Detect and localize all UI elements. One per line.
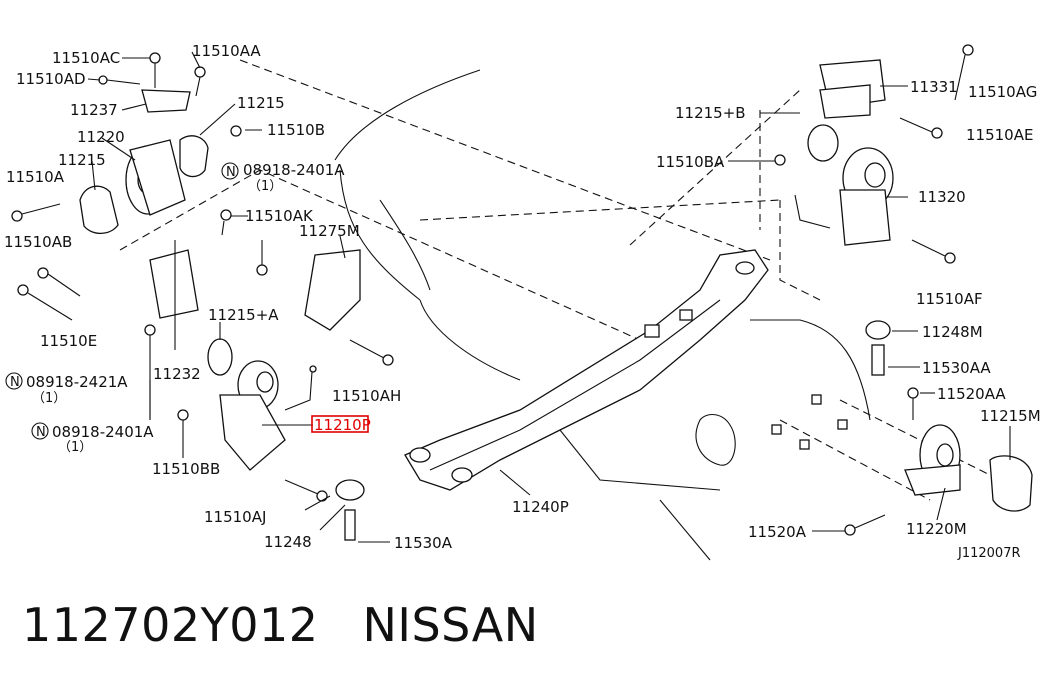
callout-11520AA[interactable]: 11520AA [937, 385, 1006, 403]
callout-11510AH[interactable]: 11510AH [332, 387, 401, 405]
callout-11510AK[interactable]: 11510AK [245, 207, 314, 225]
diagram-reference-code: J112007R [957, 546, 1021, 561]
callout-11510AF[interactable]: 11510AF [916, 290, 983, 308]
callout-11215M[interactable]: 11215M [980, 407, 1041, 425]
callout-11320[interactable]: 11320 [918, 188, 966, 206]
callout-11510E[interactable]: 11510E [40, 332, 97, 350]
callout-08918-2401A-bottom-qty: （1） [58, 440, 92, 455]
callout-11237[interactable]: 11237 [70, 101, 118, 119]
callout-11215-left[interactable]: 11215 [58, 151, 106, 169]
footer-part-number: 112702Y012 [22, 598, 319, 652]
right-engine-mount [774, 44, 974, 264]
callout-11510AB[interactable]: 11510AB [4, 233, 72, 251]
callout-11510A[interactable]: 11510A [6, 168, 65, 186]
crossmember-11240P [404, 249, 769, 491]
callout-11510B[interactable]: 11510B [267, 121, 325, 139]
footer-brand: NISSAN [362, 598, 539, 652]
leader-lines [87, 51, 1011, 543]
highlight-box-11210P [311, 415, 369, 433]
callout-11220[interactable]: 11220 [77, 128, 125, 146]
callout-11215-upper[interactable]: 11215 [237, 94, 285, 112]
callout-08918-2401A-bottom[interactable]: 08918-2401A [52, 423, 154, 441]
callout-11232[interactable]: 11232 [153, 365, 201, 383]
callout-11210P-highlighted[interactable]: 11210P [314, 416, 371, 434]
callout-11215-plus-A[interactable]: 11215+A [208, 306, 279, 324]
rear-engine-mount [771, 320, 1033, 536]
callout-11248M[interactable]: 11248M [922, 323, 983, 341]
callout-11530AA[interactable]: 11530AA [922, 359, 991, 377]
nut-symbol: N [36, 425, 46, 440]
callout-11510AD[interactable]: 11510AD [16, 70, 86, 88]
callout-11530A[interactable]: 11530A [394, 534, 453, 552]
callout-11275M[interactable]: 11275M [299, 222, 360, 240]
callout-11331[interactable]: 11331 [910, 78, 958, 96]
parts-diagram: N N N 11510AC 11510AD 11237 11510AA 1121… [4, 42, 1041, 561]
callout-11510AJ[interactable]: 11510AJ [204, 508, 266, 526]
nut-symbol: N [10, 375, 20, 390]
front-mount-11210P [177, 249, 394, 541]
callout-08918-2421A-qty: （1） [32, 391, 66, 406]
callout-11510AE[interactable]: 11510AE [966, 126, 1033, 144]
footer-caption: 112702Y012 NISSAN [22, 598, 539, 652]
callout-11220M[interactable]: 11220M [906, 520, 967, 538]
nut-symbols: N N N [5, 162, 239, 440]
callout-11248[interactable]: 11248 [264, 533, 312, 551]
callout-11240P[interactable]: 11240P [512, 498, 569, 516]
engine-outline [119, 59, 1001, 561]
left-engine-mount [11, 52, 268, 420]
callout-11510BA[interactable]: 11510BA [656, 153, 725, 171]
callout-11510AC[interactable]: 11510AC [52, 49, 120, 67]
callout-08918-2401A-top[interactable]: 08918-2401A [243, 161, 345, 179]
part-callouts: 11510AC 11510AD 11237 11510AA 11215 1151… [4, 42, 1041, 561]
callout-11510AA[interactable]: 11510AA [192, 42, 261, 60]
callout-08918-2421A[interactable]: 08918-2421A [26, 373, 128, 391]
callout-11510BB[interactable]: 11510BB [152, 460, 220, 478]
callout-08918-2401A-top-qty: （1） [248, 179, 282, 194]
callout-11215-plus-B[interactable]: 11215+B [675, 104, 746, 122]
callout-11510AG[interactable]: 11510AG [968, 83, 1037, 101]
callout-11520A[interactable]: 11520A [748, 523, 807, 541]
nut-symbol: N [226, 165, 236, 180]
